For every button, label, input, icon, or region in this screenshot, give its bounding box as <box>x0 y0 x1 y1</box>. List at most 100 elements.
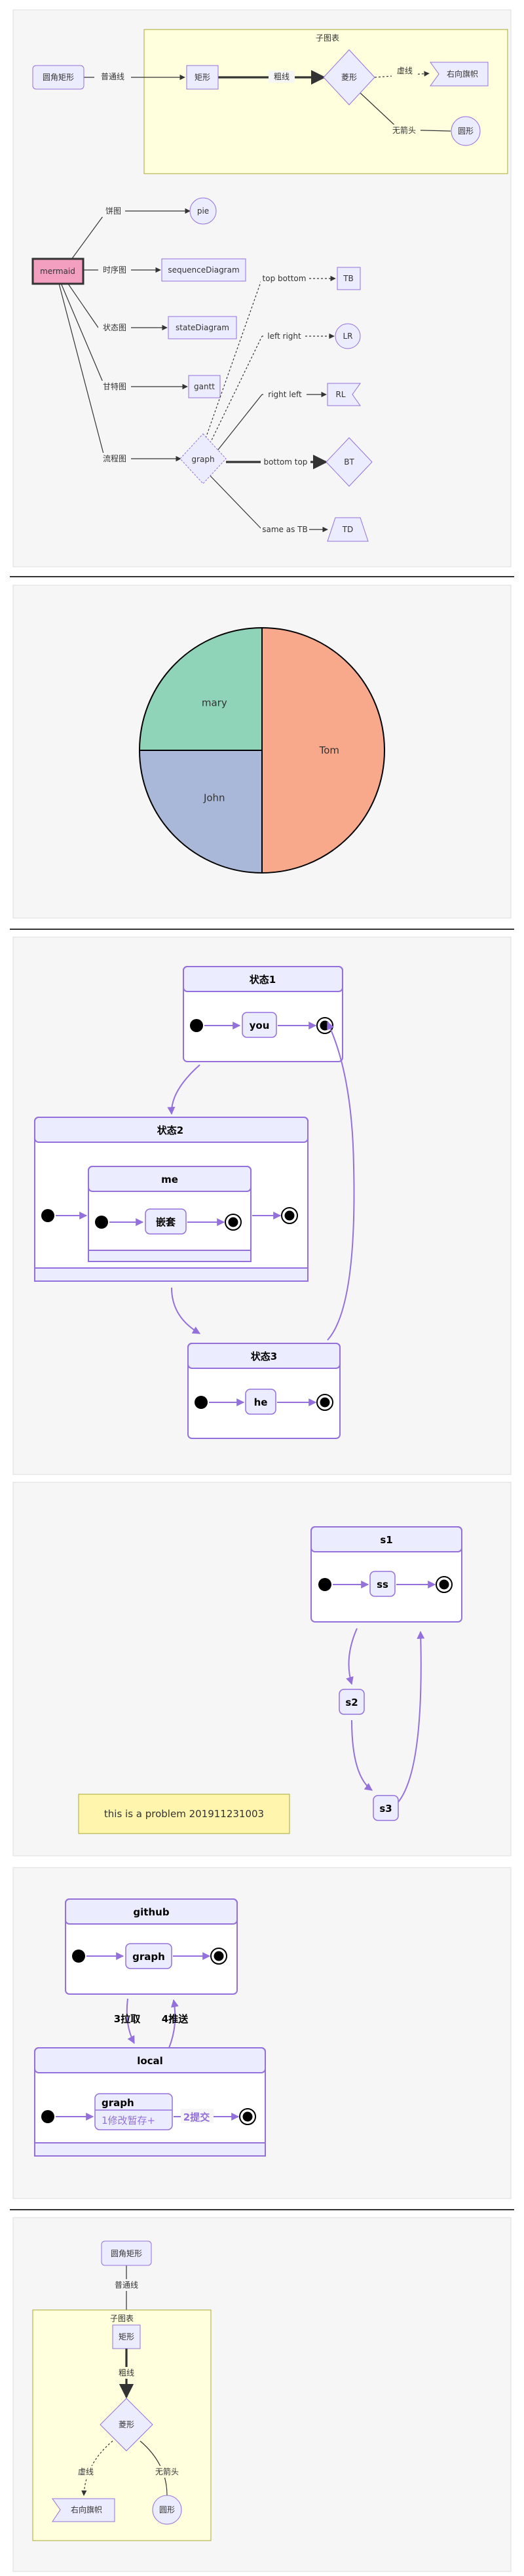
node-td <box>327 517 369 542</box>
state-ss-label: ss <box>377 1579 388 1590</box>
state-local-modify: 1修改暂存+ <box>102 2115 155 2126</box>
edge-v-label-normal: 普通线 <box>115 2280 138 2290</box>
node-lr <box>335 323 361 349</box>
edge-label-commit: 2提交 <box>183 2111 210 2123</box>
node-circle <box>451 116 481 146</box>
state-ss <box>369 1571 396 1597</box>
state-s3-label: s3 <box>379 1803 392 1815</box>
node-mermaid-root-label: mermaid <box>40 267 75 276</box>
edge-label-push: 4推送 <box>162 2013 189 2025</box>
edge-v-label-dotted: 虚线 <box>78 2467 94 2476</box>
edge-label-thick: 粗线 <box>274 72 290 81</box>
node-sequence <box>161 258 246 282</box>
edge-label-pull: 3拉取 <box>114 2013 141 2025</box>
edge-s2-s3 <box>171 1287 201 1334</box>
state-diagram-nested: 状态1 you 状态2 me 嵌套 状态3 <box>12 936 512 1475</box>
node-state <box>168 316 237 339</box>
state-he-label: he <box>254 1396 268 1408</box>
edge-label-seq: 时序图 <box>103 265 126 275</box>
subgraph-cluster <box>143 29 508 174</box>
edge-plain <box>358 91 400 130</box>
node-v-circle-label: 圆形 <box>159 2505 175 2514</box>
edge-label-bt: bottom top <box>264 457 308 467</box>
node-graph <box>179 433 227 484</box>
node-v-rect-label: 矩形 <box>119 2332 134 2341</box>
edge-label-pie: 饼图 <box>105 206 121 216</box>
node-sequence-label: sequenceDiagram <box>168 265 239 275</box>
node-lr-label: LR <box>343 332 352 341</box>
state-s2 <box>339 1689 365 1715</box>
state-github-title: github <box>133 1906 169 1918</box>
edge-root-gantt <box>58 278 105 387</box>
pie-label-tom: Tom <box>319 744 339 756</box>
state-s3 <box>373 1795 399 1821</box>
node-td-label: TD <box>342 525 354 534</box>
state-2-title: 状态2 <box>157 1125 183 1136</box>
edge-label-state: 状态图 <box>103 323 126 332</box>
edge-s3-s1 <box>327 1021 355 1341</box>
pie-slice-mary <box>138 626 263 751</box>
node-v-rounded-rect-label: 圆角矩形 <box>111 2249 142 2258</box>
edge-label-lr: left right <box>267 332 301 341</box>
edge-label-gantt: 甘特图 <box>103 381 126 391</box>
state-nested-label: 嵌套 <box>156 1216 176 1228</box>
edge-label-graph: 流程图 <box>103 453 126 463</box>
subgraph-title: 子图表 <box>316 33 339 43</box>
pie-label-john: John <box>203 792 225 804</box>
state-you <box>242 1012 277 1038</box>
edge-s1-s2 <box>167 1064 200 1115</box>
state-github-graph <box>125 1943 172 1969</box>
start-dot <box>190 1019 203 1032</box>
edge-s2-s3b <box>351 1720 373 1791</box>
edge-root-pie <box>69 210 107 263</box>
state-me-title: me <box>161 1174 178 1185</box>
edge-v-label-plain: 无箭头 <box>155 2467 179 2476</box>
state-s2-label: s2 <box>345 1697 358 1708</box>
edge-dotted <box>374 71 430 78</box>
node-rl-label: RL <box>335 390 345 399</box>
node-diamond <box>323 49 375 106</box>
node-rounded-rect-label: 圆角矩形 <box>43 73 74 82</box>
state-3-title: 状态3 <box>251 1351 277 1362</box>
pie-slice-john <box>138 750 263 874</box>
edge-v-label-thick: 粗线 <box>119 2368 134 2377</box>
state-local-title: local <box>137 2055 163 2067</box>
node-tb-label: TB <box>343 274 354 283</box>
flowchart-basic: 子图表 普通线 粗线 虚线 无箭头 圆角矩形 矩形 菱形 右向旗帜 圆形 <box>12 9 512 567</box>
edge-push <box>168 1999 179 2048</box>
node-flag <box>430 62 489 87</box>
node-v-rect <box>112 2324 141 2349</box>
edge-label-tb: top bottom <box>263 274 307 283</box>
edge-root-graph <box>57 278 105 459</box>
flowchart-vertical: 普通线 子图表 圆角矩形 矩形 粗线 菱形 虚线 无箭头 右向旗帜 圆形 <box>12 2217 512 2572</box>
node-rect <box>186 65 219 90</box>
node-v-rounded-rect <box>101 2240 152 2266</box>
node-v-flag-label: 右向旗帜 <box>71 2505 102 2514</box>
state-diagram-git: github graph 3拉取 4推送 local graph 1修改暂存+ … <box>12 1867 512 2199</box>
edge-s3-s1b <box>398 1630 425 1803</box>
state-s1-title: s1 <box>380 1534 392 1546</box>
subgraph-title-2: 子图表 <box>110 2314 134 2323</box>
state-github-graph-label: graph <box>132 1951 165 1963</box>
note-text: this is a problem 201911231003 <box>104 1808 264 1820</box>
edge-pull <box>126 1998 135 2045</box>
node-v-flag <box>52 2498 115 2522</box>
state-you-label: you <box>250 1020 270 1031</box>
node-bt <box>326 437 373 487</box>
node-flag-label: 右向旗帜 <box>447 69 478 79</box>
edge-label-normal: 普通线 <box>101 72 124 81</box>
node-rounded-rect <box>32 65 84 90</box>
node-circle-label: 圆形 <box>458 126 474 136</box>
edge-s1-s2b <box>346 1628 358 1685</box>
edge-label-dotted: 虚线 <box>397 66 413 75</box>
node-pie-label: pie <box>197 206 209 216</box>
node-rect-label: 矩形 <box>195 73 210 82</box>
node-state-label: stateDiagram <box>176 323 229 332</box>
edge-label-rl: right left <box>268 390 302 399</box>
node-diamond-label: 菱形 <box>341 73 357 82</box>
node-mermaid-root <box>31 258 84 285</box>
node-v-diamond <box>100 2398 153 2451</box>
